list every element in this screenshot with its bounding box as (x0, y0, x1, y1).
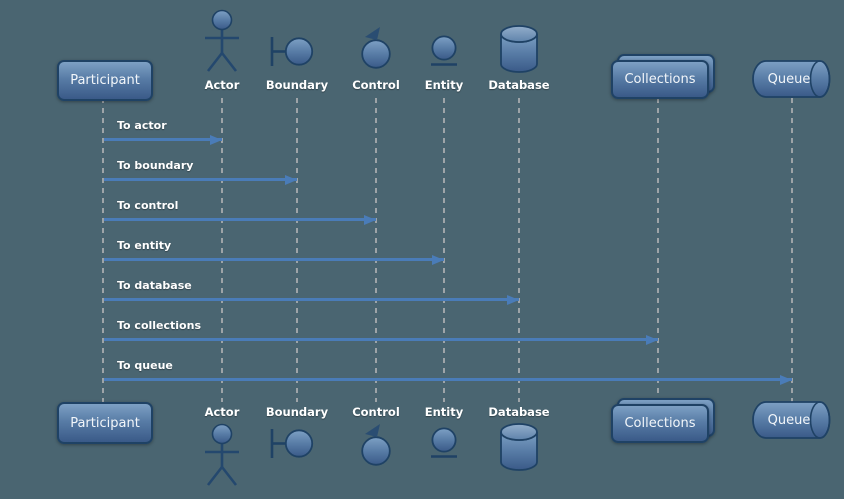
lifeline-entity (443, 98, 445, 402)
arrowhead-icon (364, 214, 376, 225)
boundary-icon (270, 37, 314, 66)
message-arrow-to-collections[interactable] (104, 334, 658, 345)
database-node-top[interactable] (499, 25, 539, 73)
entity-label-top: Entity (424, 78, 464, 92)
message-arrow-to-actor[interactable] (104, 134, 222, 145)
message-label-to-entity: To entity (117, 239, 172, 252)
message-label-to-actor: To actor (117, 119, 167, 132)
lifeline-queue (791, 98, 793, 402)
message-label-to-control: To control (117, 199, 179, 212)
actor-label-bottom: Actor (204, 405, 240, 419)
actor-label-top: Actor (204, 78, 240, 92)
arrowhead-icon (780, 374, 792, 385)
actor-node-top[interactable] (202, 9, 242, 75)
arrowhead-icon (210, 134, 222, 145)
arrowhead-icon (285, 174, 297, 185)
entity-node-top[interactable] (428, 33, 460, 67)
message-arrow-to-control[interactable] (104, 214, 376, 225)
arrowhead-icon (646, 334, 658, 345)
lifeline-control (375, 98, 377, 402)
boundary-icon (270, 429, 314, 458)
message-label-to-collections: To collections (117, 319, 201, 332)
participant-node-bottom[interactable]: Participant (57, 402, 153, 444)
participant-node-top[interactable]: Participant (57, 60, 153, 101)
lifeline-actor (221, 98, 223, 402)
database-node-bottom[interactable] (499, 423, 539, 471)
lifeline-collections (657, 98, 659, 402)
queue-icon (752, 60, 831, 98)
collections-label: Collections (624, 416, 696, 431)
boundary-node-bottom[interactable] (268, 427, 314, 460)
actor-icon (205, 9, 239, 72)
arrowhead-icon (507, 294, 519, 305)
collections-front-shape: Collections (611, 404, 709, 443)
queue-label: Queue (767, 412, 811, 428)
collections-label: Collections (624, 72, 696, 87)
message-arrow-to-database[interactable] (104, 294, 519, 305)
control-label-bottom: Control (352, 405, 400, 419)
boundary-label-bottom: Boundary (265, 405, 329, 419)
database-icon (500, 423, 538, 471)
lifeline-participant (102, 98, 104, 402)
queue-node-top[interactable]: Queue (752, 60, 834, 98)
control-icon (361, 424, 391, 466)
message-arrow-to-queue[interactable] (104, 374, 792, 385)
queue-label: Queue (767, 71, 811, 87)
control-label-top: Control (352, 78, 400, 92)
boundary-node-top[interactable] (268, 35, 314, 68)
entity-icon (431, 427, 457, 458)
queue-icon (752, 401, 831, 439)
message-arrow-to-entity[interactable] (104, 254, 444, 265)
arrowhead-icon (432, 254, 444, 265)
control-node-top[interactable] (356, 26, 396, 70)
entity-label-bottom: Entity (424, 405, 464, 419)
database-icon (500, 25, 538, 73)
message-label-to-boundary: To boundary (117, 159, 194, 172)
database-label-bottom: Database (488, 405, 550, 419)
actor-icon (205, 423, 239, 486)
lifeline-boundary (296, 98, 298, 402)
message-arrow-to-boundary[interactable] (104, 174, 297, 185)
entity-icon (431, 35, 457, 66)
actor-node-bottom[interactable] (202, 423, 242, 489)
control-icon (361, 27, 391, 69)
message-label-to-queue: To queue (117, 359, 173, 372)
lifeline-database (518, 98, 520, 402)
boundary-label-top: Boundary (265, 78, 329, 92)
control-node-bottom[interactable] (356, 423, 396, 467)
collections-front-shape: Collections (611, 60, 709, 99)
message-label-to-database: To database (117, 279, 192, 292)
participant-label: Participant (70, 415, 140, 431)
queue-node-bottom[interactable]: Queue (752, 401, 834, 439)
participant-label: Participant (70, 73, 140, 88)
entity-node-bottom[interactable] (428, 425, 460, 459)
database-label-top: Database (488, 78, 550, 92)
